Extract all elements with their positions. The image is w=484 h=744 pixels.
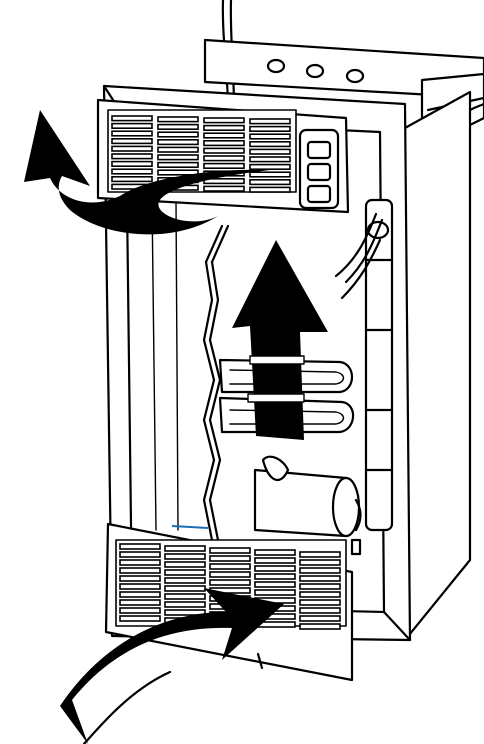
grille-slat xyxy=(158,132,198,137)
grille-slat xyxy=(165,554,205,559)
grille-slat xyxy=(158,155,198,160)
grille-slat xyxy=(255,566,295,571)
grille-slat xyxy=(165,578,205,583)
grille-slat xyxy=(158,147,198,152)
grille-slat xyxy=(204,118,244,123)
grille-slat xyxy=(255,582,295,587)
grille-slat xyxy=(300,624,340,629)
grille-slat xyxy=(210,564,250,569)
grille-slat xyxy=(250,149,290,154)
grille-slat xyxy=(165,594,205,599)
grille-slat xyxy=(120,568,160,573)
grille-slat xyxy=(250,142,290,147)
grille-slat xyxy=(120,584,160,589)
grille-slat xyxy=(204,133,244,138)
grille-slat xyxy=(120,592,160,597)
grille-slat xyxy=(120,560,160,565)
grille-slat xyxy=(204,186,244,191)
grille-slat xyxy=(250,180,290,185)
grille-slat xyxy=(250,172,290,177)
grille-slat xyxy=(165,602,205,607)
grille-slat xyxy=(204,156,244,161)
grille-slat xyxy=(165,586,205,591)
grille-slat xyxy=(120,600,160,605)
grille-slat xyxy=(250,165,290,170)
grille-slat xyxy=(255,590,295,595)
grille-slat xyxy=(300,576,340,581)
grille-slat xyxy=(210,556,250,561)
cabinet-right-side xyxy=(405,92,470,640)
grille-slat xyxy=(158,117,198,122)
grille-slat xyxy=(255,558,295,563)
grille-slat xyxy=(204,148,244,153)
grille-slat xyxy=(300,600,340,605)
grille-slat xyxy=(250,127,290,132)
grille-slat xyxy=(255,550,295,555)
grille-slat xyxy=(250,157,290,162)
grille-slat xyxy=(300,568,340,573)
grille-slat xyxy=(112,146,152,151)
grille-slat xyxy=(158,163,198,168)
grille-slat xyxy=(165,562,205,567)
grille-slat xyxy=(112,116,152,121)
grille-slat xyxy=(120,616,160,621)
grille-slat xyxy=(120,608,160,613)
grille-slat xyxy=(158,140,198,145)
grille-slat xyxy=(112,154,152,159)
grille-slat xyxy=(210,580,250,585)
grille-slat xyxy=(112,177,152,182)
grille-slat xyxy=(300,584,340,589)
grille-slat xyxy=(158,125,198,130)
grille-slat xyxy=(165,570,205,575)
grille-slat xyxy=(250,187,290,192)
grille-slat xyxy=(120,576,160,581)
grille-slat xyxy=(112,139,152,144)
grille-slat xyxy=(300,608,340,613)
grille-slat xyxy=(112,162,152,167)
grille-slat xyxy=(112,169,152,174)
grille-slat xyxy=(112,131,152,136)
grille-slat xyxy=(300,560,340,565)
grille-slat xyxy=(300,552,340,557)
grille-slat xyxy=(112,124,152,129)
grille-slat xyxy=(300,592,340,597)
grille-slat xyxy=(120,544,160,549)
grille-slat xyxy=(204,164,244,169)
grille-slat xyxy=(120,552,160,557)
grille-slat xyxy=(204,126,244,131)
grille-slat xyxy=(300,616,340,621)
grille-slat xyxy=(204,141,244,146)
grille-slat xyxy=(255,574,295,579)
grille-slat xyxy=(250,134,290,139)
grille-slat xyxy=(250,119,290,124)
grille-slat xyxy=(210,572,250,577)
grille-slat xyxy=(165,546,205,551)
grille-slat xyxy=(210,548,250,553)
